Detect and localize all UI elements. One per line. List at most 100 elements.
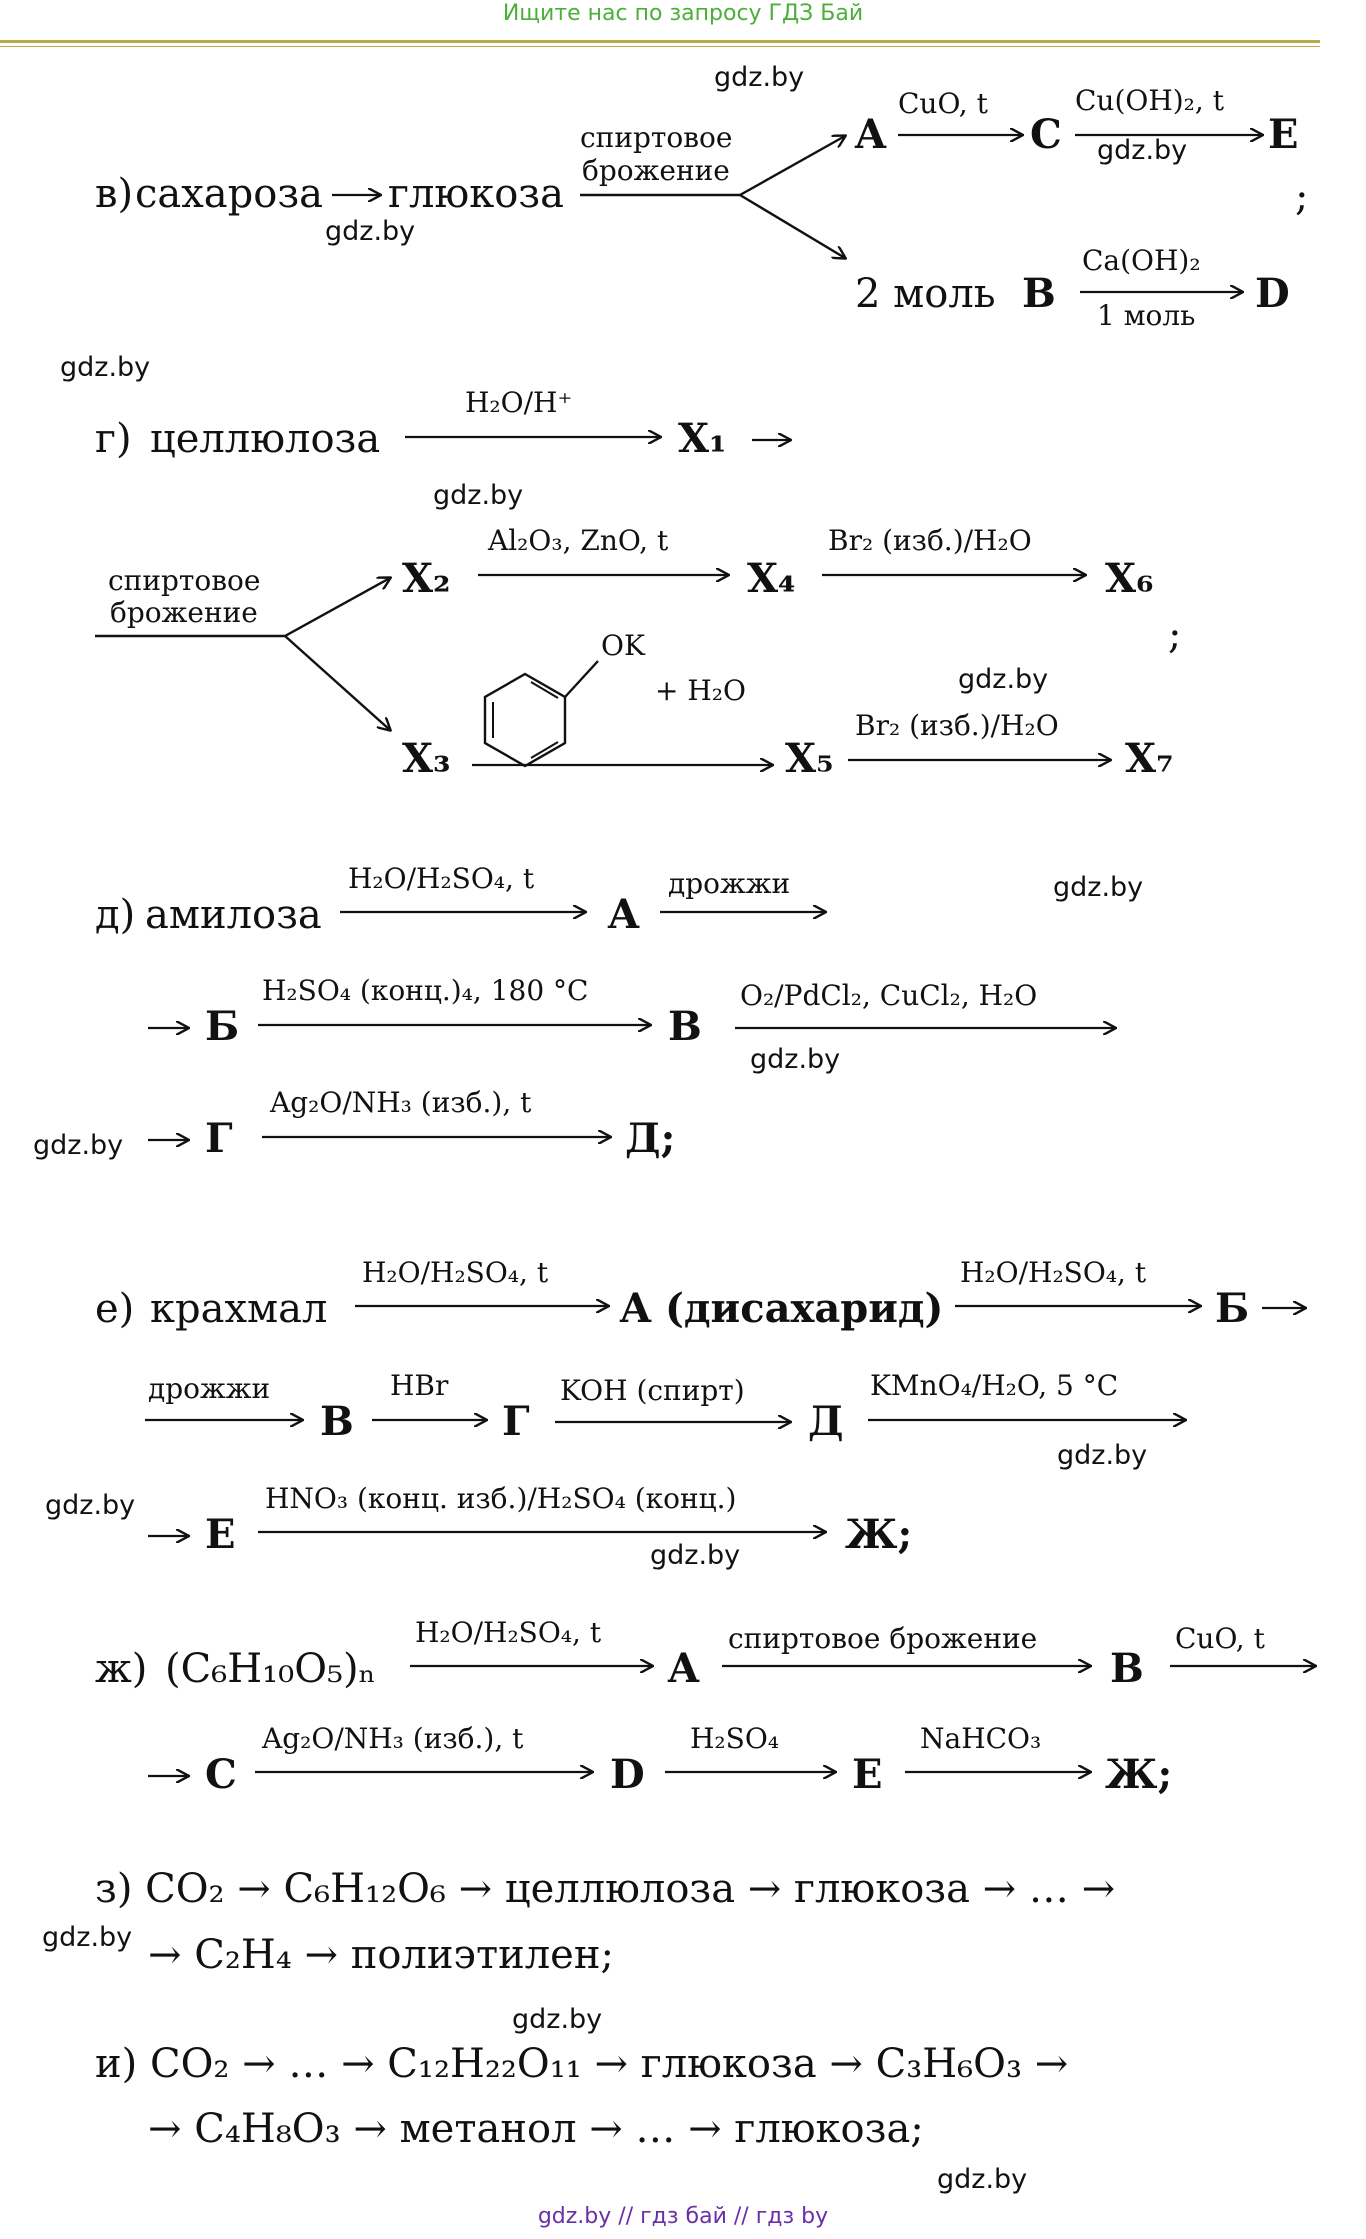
v-ferm2: брожение: [582, 154, 730, 187]
footer-links: gdz.by // гдз бай // гдз by: [537, 2204, 829, 2229]
g-semicolon: ;: [1168, 612, 1181, 658]
watermark: gdz.by: [650, 1540, 741, 1571]
zh-r5: H₂SO₄: [690, 1722, 779, 1755]
watermark: gdz.by: [325, 216, 416, 247]
i-line2: → C₄H₈O₃ → метанол → … → глюкоза;: [148, 2106, 924, 2152]
d-r1: H₂O/H₂SO₄, t: [348, 862, 535, 895]
watermark: gdz.by: [60, 352, 151, 383]
d-r3: H₂SO₄ (конц.)₄, 180 °C: [262, 974, 588, 1007]
header-banner: Ищите нас по запросу ГДЗ Бай: [502, 1, 864, 26]
scheme-v: в) сахароза глюкоза спиртовое брожение A…: [95, 84, 1308, 332]
watermark: gdz.by: [512, 2004, 603, 2035]
zh-C: C: [205, 1751, 237, 1798]
v-A: A: [854, 111, 887, 158]
watermark: gdz.by: [714, 62, 805, 93]
g-X1: X₁: [678, 415, 727, 462]
v-C: C: [1030, 111, 1062, 158]
watermark: gdz.by: [433, 480, 524, 511]
d-r4: O₂/PdCl₂, CuCl₂, H₂O: [740, 979, 1037, 1012]
g-X2: X₂: [402, 555, 451, 602]
watermark: gdz.by: [1097, 135, 1188, 166]
zh-A: A: [667, 1645, 700, 1692]
d-amylose: амилоза: [145, 892, 322, 938]
g-branch-down: [284, 635, 390, 730]
g-r1: H₂O/H⁺: [465, 386, 572, 419]
v-r3b: 1 моль: [1097, 299, 1195, 332]
g-X4: X₄: [747, 555, 796, 602]
v-sucrose: сахароза: [135, 171, 323, 217]
g-branch-up: [284, 578, 390, 638]
g-ferm2: брожение: [110, 596, 258, 629]
d-r2: дрожжи: [668, 867, 790, 900]
e-G: Г: [502, 1398, 530, 1445]
e-r1: H₂O/H₂SO₄, t: [362, 1256, 549, 1289]
scheme-z: з) CO₂ → C₆H₁₂O₆ → целлюлоза → глюкоза →…: [95, 1866, 1115, 1978]
scheme-g: г) целлюлоза H₂O/H⁺ X₁ спиртовое брожени…: [95, 386, 1181, 782]
e-r4: HBr: [390, 1369, 449, 1402]
v-r3: Ca(OH)₂: [1082, 244, 1201, 277]
g-X7: X₇: [1125, 735, 1174, 782]
watermark: gdz.by: [1053, 872, 1144, 903]
z-line1: з) CO₂ → C₆H₁₂O₆ → целлюлоза → глюкоза →…: [95, 1866, 1115, 1912]
header-divider-thin: [0, 46, 1320, 47]
watermark: gdz.by: [42, 1922, 133, 1953]
d-V: В: [668, 1003, 702, 1050]
label-d: д): [95, 892, 135, 938]
g-X3: X₃: [402, 735, 451, 782]
e-r3: дрожжи: [148, 1372, 270, 1405]
label-zh: ж): [95, 1646, 147, 1692]
zh-r3: CuO, t: [1175, 1622, 1266, 1655]
label-v: в): [95, 171, 133, 217]
scheme-e: е) крахмал H₂O/H₂SO₄, t A (дисахарид) H₂…: [95, 1256, 1305, 1558]
zh-Zh: Ж;: [1105, 1751, 1172, 1798]
e-Zh: Ж;: [845, 1511, 912, 1558]
e-B: Б: [1215, 1285, 1249, 1332]
zh-r2: спиртовое брожение: [728, 1622, 1037, 1655]
v-E: E: [1268, 111, 1299, 158]
e-E: E: [205, 1511, 236, 1558]
g-OK: OK: [601, 629, 646, 662]
e-V: В: [320, 1398, 354, 1445]
scheme-zh: ж) (C₆H₁₀O₅)ₙ H₂O/H₂SO₄, t A спиртовое б…: [95, 1616, 1315, 1798]
e-starch: крахмал: [150, 1286, 327, 1332]
watermark: gdz.by: [1057, 1440, 1148, 1471]
zh-E: E: [852, 1751, 883, 1798]
scheme-i: и) CO₂ → … → C₁₂H₂₂O₁₁ → глюкоза → C₃H₆O…: [95, 2041, 1068, 2152]
v-branch-up: [739, 136, 845, 197]
v-r2: Cu(OH)₂, t: [1075, 84, 1225, 117]
v-D: D: [1255, 270, 1290, 317]
zh-r1: H₂O/H₂SO₄, t: [415, 1616, 602, 1649]
d-G: Г: [205, 1115, 233, 1162]
v-branch-down: [739, 193, 845, 258]
v-ferm1: спиртовое: [580, 121, 732, 154]
v-B: B: [1022, 270, 1056, 317]
watermark: gdz.by: [937, 2164, 1028, 2195]
zh-polymer: (C₆H₁₀O₅)ₙ: [165, 1646, 376, 1692]
g-X5: X₅: [785, 735, 834, 782]
scheme-d: д) амилоза H₂O/H₂SO₄, t A дрожжи Б H₂SO₄…: [95, 862, 1115, 1162]
zh-r4: Ag₂O/NH₃ (изб.), t: [261, 1722, 524, 1755]
e-r5: KOH (спирт): [560, 1374, 745, 1407]
e-r2: H₂O/H₂SO₄, t: [960, 1256, 1147, 1289]
zh-D: D: [610, 1751, 645, 1798]
g-ferm1: спиртовое: [108, 564, 260, 597]
v-glucose: глюкоза: [388, 171, 564, 217]
e-r6: KMnO₄/H₂O, 5 °C: [870, 1369, 1118, 1402]
label-e: е): [95, 1286, 134, 1332]
v-2mol: 2 моль: [855, 271, 996, 317]
e-D: Д: [808, 1398, 844, 1445]
g-X6: X₆: [1105, 555, 1154, 602]
z-line2: → C₂H₄ → полиэтилен;: [148, 1932, 614, 1978]
label-g: г): [95, 416, 132, 462]
d-B: Б: [205, 1003, 239, 1050]
header-divider: [0, 40, 1320, 43]
d-D: Д;: [625, 1115, 675, 1162]
d-A: A: [607, 891, 640, 938]
watermark: gdz.by: [750, 1044, 841, 1075]
watermark: gdz.by: [45, 1490, 136, 1521]
i-line1: и) CO₂ → … → C₁₂H₂₂O₁₁ → глюкоза → C₃H₆O…: [95, 2041, 1068, 2087]
g-cellulose: целлюлоза: [150, 416, 380, 462]
v-r1: CuO, t: [898, 87, 989, 120]
g-r3: Br₂ (изб.)/H₂O: [828, 524, 1032, 557]
